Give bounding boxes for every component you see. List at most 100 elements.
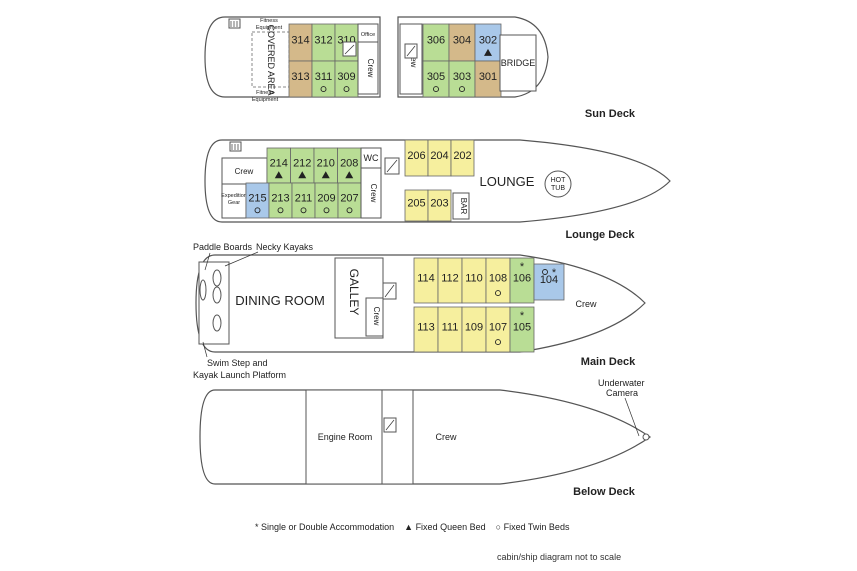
stair-steps	[406, 45, 416, 57]
cabin-number: 211	[295, 193, 313, 205]
hot-tub	[544, 170, 572, 198]
queen-bed-icon: ▲	[404, 522, 414, 532]
twin-beds-icon	[323, 207, 330, 214]
below-deck-title: Below Deck	[573, 486, 636, 498]
cabin-box	[461, 257, 487, 304]
camera-icon	[642, 433, 650, 441]
cabin-box	[413, 306, 439, 353]
crew-label-main-inner: Crew	[372, 307, 381, 326]
cabin-309: 309	[334, 60, 359, 98]
legend-twin-label: Fixed Twin Beds	[503, 522, 570, 532]
cabin-111: 111	[437, 306, 463, 353]
cabin-box	[509, 306, 535, 353]
cabin-number: 212	[293, 158, 311, 170]
legend-single-label: Single or Double Accommodation	[261, 522, 395, 532]
crew-label-main-bow: Crew	[575, 299, 597, 309]
twin-beds-icon	[277, 207, 284, 214]
cabin-108: 108	[485, 257, 511, 304]
cabin-number: 112	[441, 273, 459, 285]
cabin-209: 209	[314, 182, 339, 219]
cabin-number: 110	[465, 273, 483, 285]
cabin-301: 301	[474, 60, 502, 98]
cabin-204: 204	[427, 139, 452, 177]
cabin-number: 312	[314, 35, 332, 47]
cabin-number: 302	[479, 35, 497, 47]
cabin-number: 309	[337, 71, 355, 83]
cabin-number: 313	[291, 71, 309, 83]
cabin-number: 214	[270, 158, 288, 170]
crew-area-sun-aft	[357, 41, 379, 95]
lounge-deck-title: Lounge Deck	[565, 229, 635, 241]
cabin-214: 214	[266, 147, 291, 184]
engine-room	[305, 389, 414, 485]
crew-area-lounge-aft	[221, 157, 268, 185]
stair-steps	[385, 419, 395, 431]
covered-area	[251, 31, 290, 88]
crew-label-sun-aft: Crew	[366, 59, 375, 78]
legend-queen-label: Fixed Queen Bed	[415, 522, 486, 532]
stair-steps	[386, 159, 398, 173]
cabin-212: 212	[290, 147, 315, 184]
galley-label: GALLEY	[347, 269, 361, 316]
crew-label-lounge-mid: Crew	[369, 184, 378, 203]
necky-kayaks-label: Necky Kayaks	[256, 242, 314, 252]
wc-label: WC	[364, 153, 379, 163]
cabin-107: 107	[485, 306, 511, 353]
single-double-icon: *	[255, 522, 259, 532]
cabin-305: 305	[422, 60, 450, 98]
twin-beds-icon	[254, 207, 261, 214]
cabin-box	[533, 263, 565, 301]
sun-deck-title: Sun Deck	[585, 108, 636, 120]
cabin-box	[448, 23, 476, 62]
dining-room-label: DINING ROOM	[235, 293, 325, 308]
cabin-202: 202	[450, 139, 475, 177]
crew-label-below: Crew	[435, 432, 457, 442]
cabin-number: 104	[540, 274, 558, 286]
leader-line	[204, 252, 211, 271]
paddle-boards-label: Paddle Boards	[193, 242, 253, 252]
twin-beds-icon	[343, 86, 350, 93]
swim-step-label-2: Kayak Launch Platform	[193, 370, 286, 380]
twin-beds-icon	[300, 207, 307, 214]
single-double-icon: *	[552, 267, 557, 279]
crew-area-lounge-mid	[360, 167, 382, 219]
cabin-106: 106*	[509, 257, 535, 304]
engine-room-label: Engine Room	[318, 432, 373, 442]
scale-note: cabin/ship diagram not to scale	[497, 552, 622, 562]
stair-steps	[230, 21, 238, 27]
cabin-box	[427, 189, 452, 222]
stair-steps	[384, 284, 395, 298]
cabin-box	[437, 257, 463, 304]
cabin-206: 206	[404, 139, 429, 177]
stair-steps	[344, 44, 355, 55]
cabin-105: 105*	[509, 306, 535, 353]
queen-bed-icon	[274, 171, 283, 179]
bar-label: BAR	[459, 198, 468, 215]
kayak-icon	[212, 314, 222, 332]
cabin-114: 114	[413, 257, 439, 304]
single-double-icon: *	[520, 310, 525, 322]
kayak-icon	[212, 269, 222, 287]
cabin-number: 114	[417, 273, 435, 285]
crew-area-sun-fwd	[399, 23, 423, 95]
queen-bed-icon	[298, 171, 307, 179]
cabin-304: 304	[448, 23, 476, 62]
cabin-210: 210	[313, 147, 338, 184]
cabin-box	[437, 306, 463, 353]
cabin-number: 205	[407, 198, 425, 210]
cabin-306: 306	[422, 23, 450, 62]
stair-icon	[229, 141, 242, 152]
cabin-number: 210	[317, 158, 335, 170]
cabin-313: 313	[288, 60, 313, 98]
queen-bed-icon	[321, 171, 330, 179]
cabin-208: 208	[337, 147, 362, 184]
expedition-gear-room	[221, 183, 247, 219]
underwater-label: Underwater	[598, 378, 645, 388]
